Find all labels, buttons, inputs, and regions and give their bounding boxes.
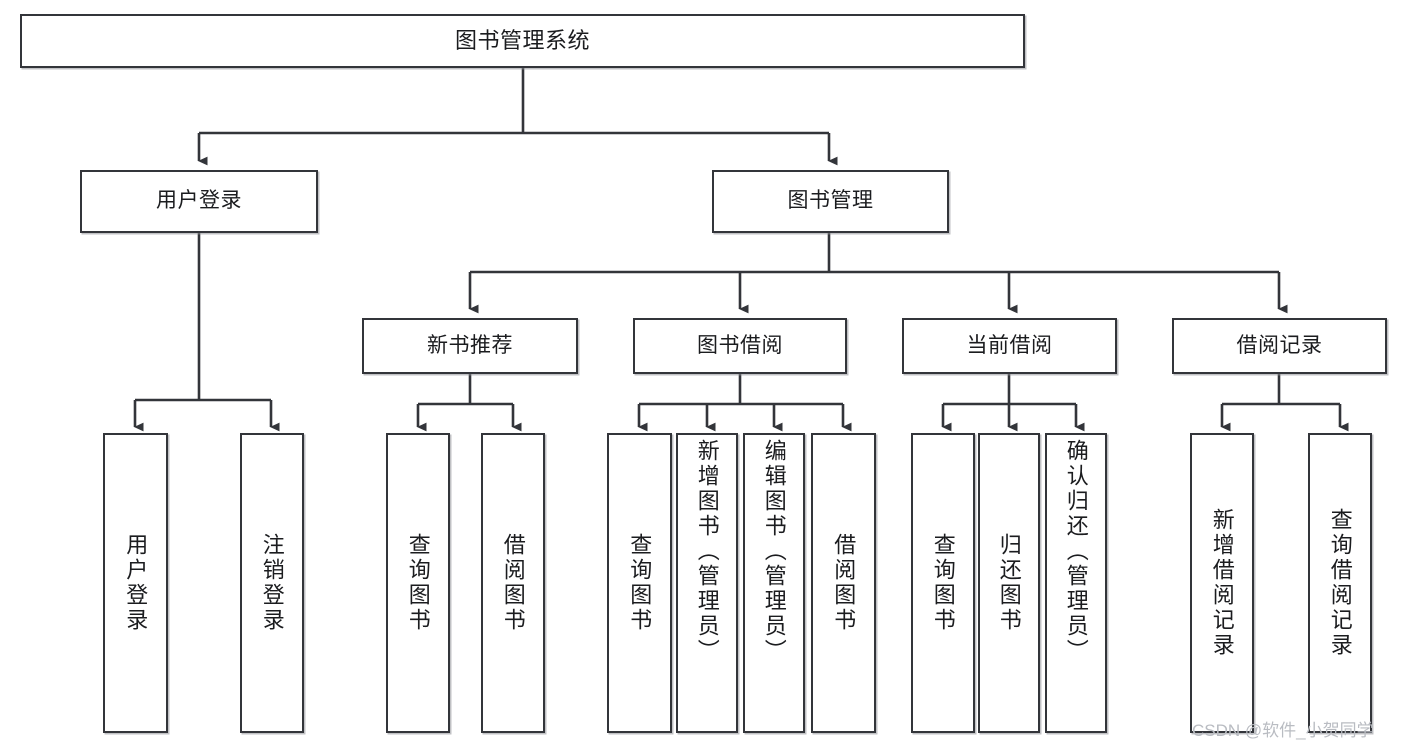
node-book-borrow-label: 图书借阅 <box>697 333 783 357</box>
node-book-borrow[interactable]: 图书借阅 <box>633 318 847 374</box>
node-book-manage-label: 图书管理 <box>787 189 874 213</box>
node-leaf-query-book-3-label: 查询图书 <box>930 533 956 633</box>
node-leaf-borrow-book-2-label: 借阅图书 <box>831 533 857 633</box>
node-leaf-borrow-book-1-label: 借阅图书 <box>500 533 526 633</box>
node-leaf-query-book-3[interactable]: 查询图书 <box>911 433 975 733</box>
node-leaf-borrow-book-2[interactable]: 借阅图书 <box>811 433 876 733</box>
node-leaf-logout-label: 注销登录 <box>259 533 285 633</box>
node-leaf-user-login-label: 用户登录 <box>123 533 149 633</box>
node-leaf-add-book[interactable]: 新增图书（管理员） <box>676 433 738 733</box>
node-current-borrow-label: 当前借阅 <box>966 333 1053 357</box>
node-borrow-record-label: 借阅记录 <box>1236 333 1323 357</box>
node-current-borrow[interactable]: 当前借阅 <box>902 318 1117 374</box>
node-user-login-label: 用户登录 <box>156 189 242 213</box>
node-leaf-edit-book-label: 编辑图书（管理员） <box>761 439 787 664</box>
node-root-label: 图书管理系统 <box>454 28 590 54</box>
node-leaf-user-login[interactable]: 用户登录 <box>103 433 168 733</box>
node-leaf-logout[interactable]: 注销登录 <box>240 433 304 733</box>
node-leaf-return-book[interactable]: 归还图书 <box>978 433 1040 733</box>
node-new-book-recommend[interactable]: 新书推荐 <box>362 318 578 374</box>
node-leaf-confirm-return-label: 确认归还（管理员） <box>1063 439 1089 664</box>
node-leaf-query-book-1-label: 查询图书 <box>405 533 431 633</box>
node-leaf-query-book-1[interactable]: 查询图书 <box>386 433 450 733</box>
node-leaf-query-book-2[interactable]: 查询图书 <box>607 433 672 733</box>
node-new-book-recommend-label: 新书推荐 <box>427 333 513 357</box>
node-user-login[interactable]: 用户登录 <box>80 170 318 233</box>
csdn-watermark: CSDN @软件_小贺同学 <box>1192 721 1374 740</box>
node-leaf-add-book-label: 新增图书（管理员） <box>694 439 720 664</box>
node-leaf-query-record-label: 查询借阅记录 <box>1327 508 1353 658</box>
node-leaf-borrow-book-1[interactable]: 借阅图书 <box>481 433 545 733</box>
node-root[interactable]: 图书管理系统 <box>20 14 1025 68</box>
node-leaf-query-book-2-label: 查询图书 <box>627 533 653 633</box>
node-leaf-add-record[interactable]: 新增借阅记录 <box>1190 433 1254 733</box>
node-book-manage[interactable]: 图书管理 <box>712 170 949 233</box>
node-leaf-add-record-label: 新增借阅记录 <box>1209 508 1235 658</box>
node-leaf-query-record[interactable]: 查询借阅记录 <box>1308 433 1372 733</box>
node-borrow-record[interactable]: 借阅记录 <box>1172 318 1387 374</box>
node-leaf-confirm-return[interactable]: 确认归还（管理员） <box>1045 433 1107 733</box>
node-leaf-return-book-label: 归还图书 <box>996 533 1022 633</box>
node-leaf-edit-book[interactable]: 编辑图书（管理员） <box>743 433 805 733</box>
